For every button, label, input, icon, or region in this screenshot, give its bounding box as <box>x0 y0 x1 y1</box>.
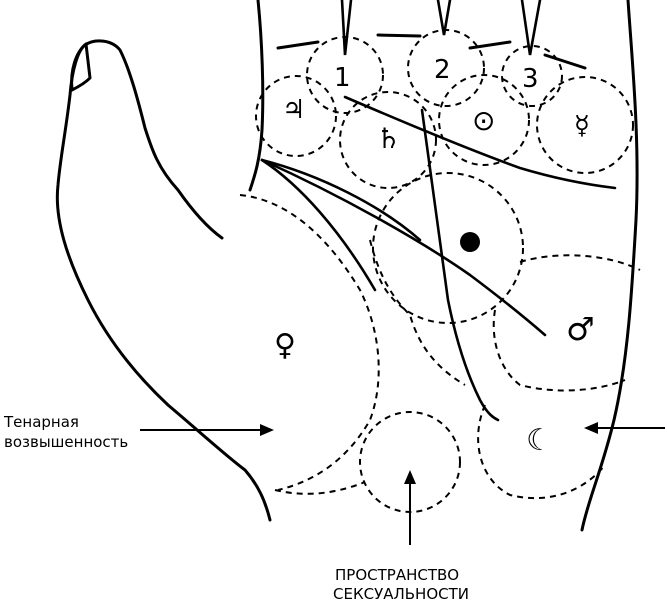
mars-mount-lower <box>492 309 626 392</box>
finger-circle-3 <box>501 45 563 107</box>
venus-mount-region <box>239 194 380 491</box>
head-line <box>260 158 547 337</box>
head-line-branch <box>260 158 422 242</box>
sun-mount-circle <box>438 74 530 166</box>
center-dot-icon <box>460 232 480 252</box>
venus-icon: ♀ <box>274 328 296 363</box>
mount-regions <box>239 29 641 513</box>
mercury-icon: ☿ <box>574 111 590 141</box>
finger-crease-1 <box>276 40 320 50</box>
center-mount-circle <box>372 172 524 324</box>
mercury-mount-circle <box>536 76 634 174</box>
saturn-icon: ♄ <box>376 122 401 155</box>
mars-icon: ♂ <box>566 310 595 348</box>
sun-icon: ⊙ <box>472 104 495 137</box>
finger-number-3: 3 <box>522 64 539 94</box>
jupiter-mount-circle <box>255 75 337 157</box>
moon-icon: ☾ <box>526 423 553 458</box>
sexuality-arrow-icon <box>404 470 416 545</box>
mars-mount-region <box>519 254 641 271</box>
hand-left-edge <box>248 0 265 192</box>
thenar-label-line1: Тенарная <box>3 413 79 431</box>
lower-border <box>274 481 366 495</box>
palm-lines <box>260 95 617 422</box>
sexuality-label-line1: ПРОСТРАНСТВО <box>335 566 459 584</box>
finger-crease-3 <box>468 40 512 50</box>
moon-mount-region <box>477 404 606 500</box>
finger-number-1: 1 <box>334 63 351 93</box>
saturn-mount-circle <box>339 91 437 189</box>
life-line <box>260 158 377 292</box>
thenar-arrow-icon <box>140 424 274 436</box>
jupiter-icon: ♃ <box>282 95 305 125</box>
finger-crease-2 <box>376 33 422 38</box>
finger-gap-2 <box>436 0 452 36</box>
moon-arrow-icon <box>584 422 665 434</box>
thumb-outline <box>55 39 272 522</box>
finger-circle-2 <box>407 29 485 107</box>
fate-line <box>420 108 500 422</box>
thumb-nail <box>70 42 92 92</box>
finger-number-2: 2 <box>434 55 451 85</box>
sexuality-label-line2: СЕКСУАЛЬНОСТИ <box>333 585 469 603</box>
finger-gap-3 <box>520 0 542 56</box>
thenar-label-line2: возвышенность <box>4 433 128 451</box>
finger-circle-1 <box>306 36 384 114</box>
heart-line <box>343 95 617 190</box>
finger-gap-1 <box>340 0 353 56</box>
finger-crease-4 <box>543 53 587 70</box>
